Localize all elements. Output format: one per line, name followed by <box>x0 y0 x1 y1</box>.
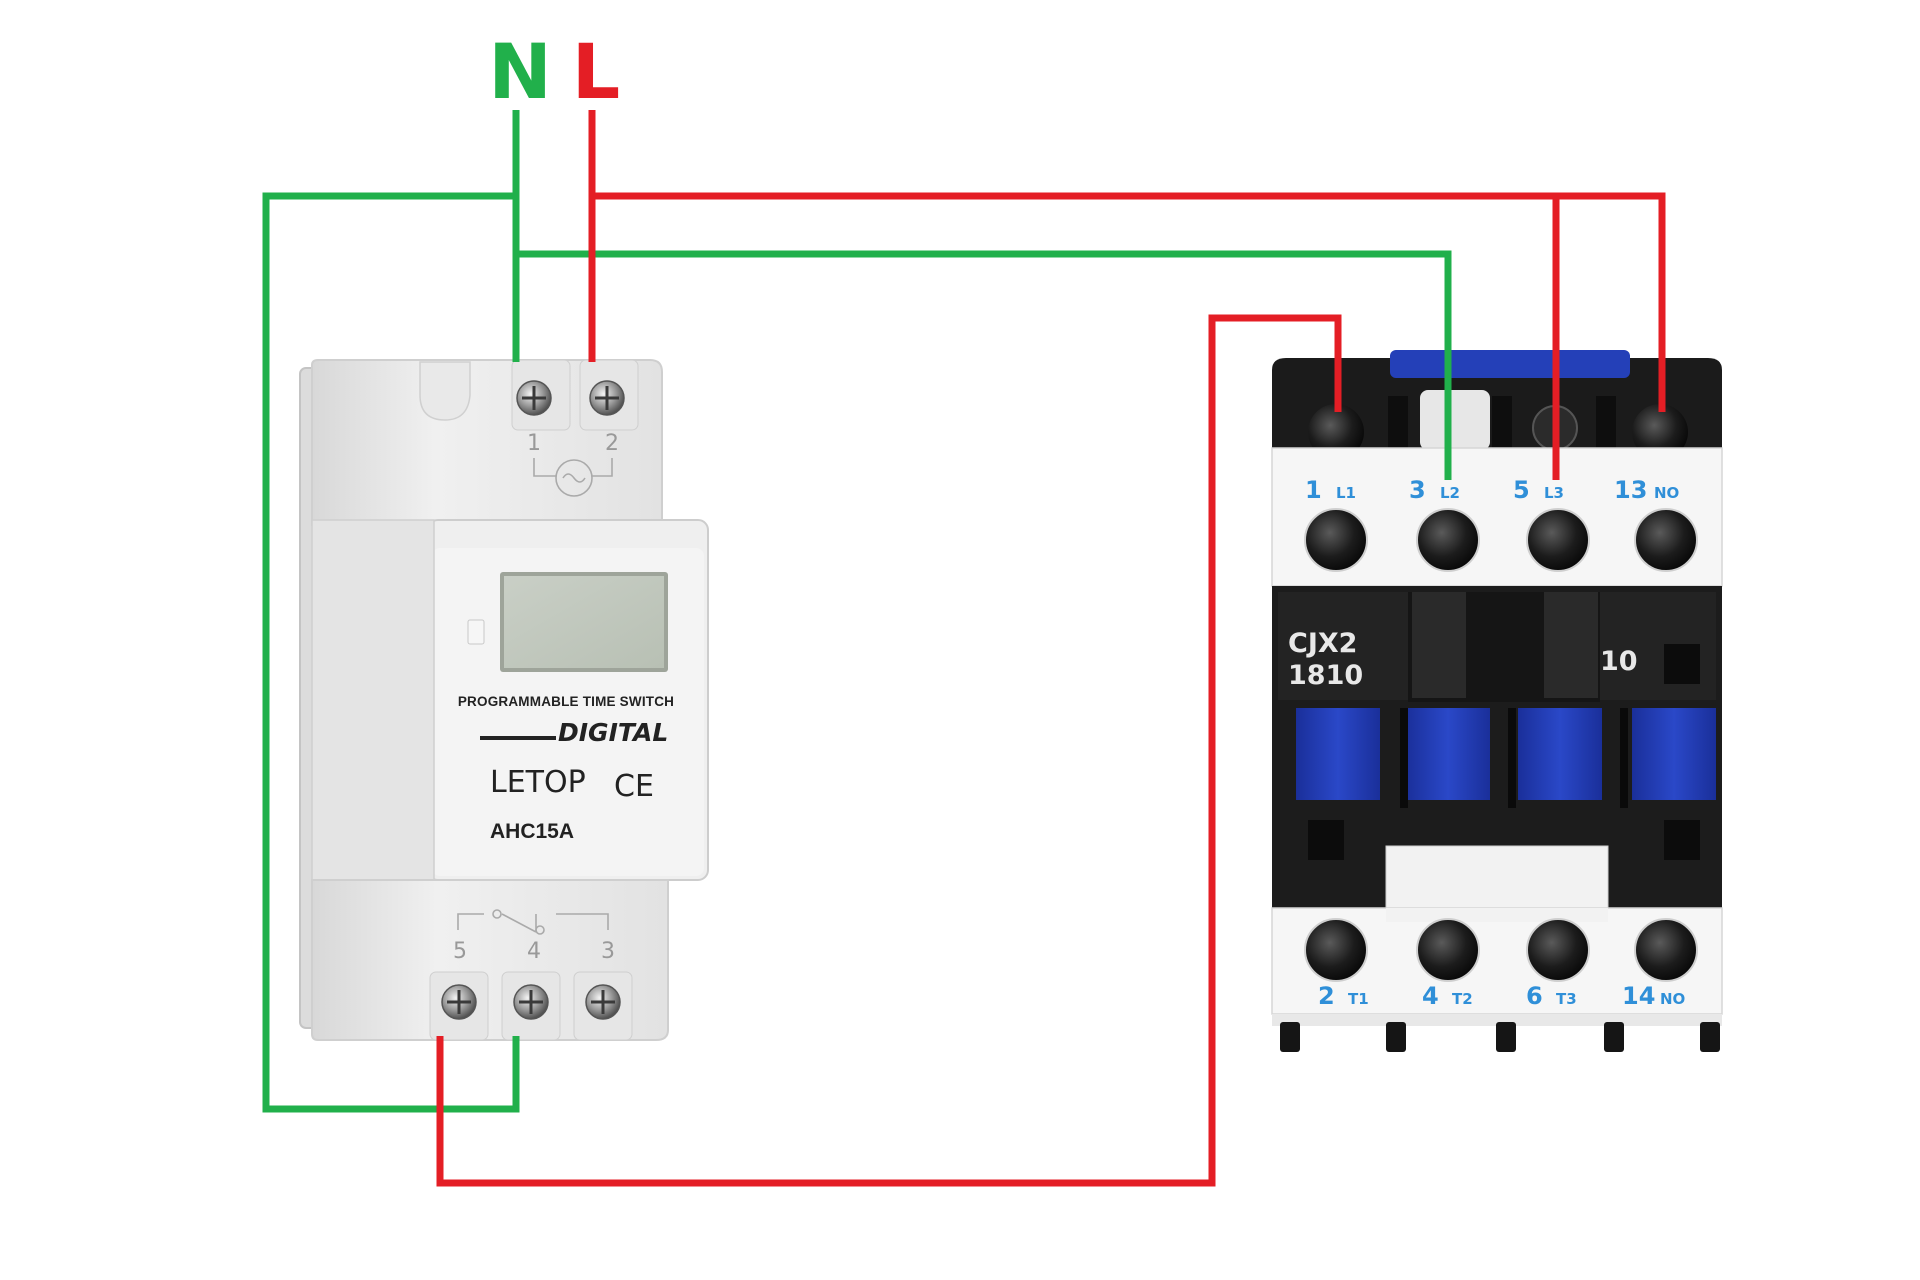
screw-icon <box>1304 918 1368 982</box>
blue-window <box>1296 708 1380 800</box>
terminal-label-13-no: 13 NO <box>1614 476 1679 504</box>
screw-icon <box>1416 918 1480 982</box>
svg-text:13: 13 <box>1614 476 1647 504</box>
svg-text:T3: T3 <box>1556 990 1577 1008</box>
svg-text:L3: L3 <box>1544 484 1564 502</box>
brand-logo-text: LETOP <box>490 765 586 800</box>
screw-icon <box>1416 508 1480 572</box>
svg-text:6: 6 <box>1526 982 1543 1010</box>
svg-text:NO: NO <box>1660 990 1685 1008</box>
terminal-label-t1: 2 T1 <box>1318 982 1369 1010</box>
screw-icon <box>516 380 552 416</box>
svg-text:14: 14 <box>1622 982 1655 1010</box>
ce-mark: CE <box>614 769 654 804</box>
neutral-wire-to-contactor-l2 <box>516 250 1452 480</box>
line-wire-to-contactor-l3-and-13 <box>592 192 1666 412</box>
screw-icon <box>1632 404 1688 460</box>
svg-text:L1: L1 <box>1336 484 1356 502</box>
terminal-label-2: 2 <box>605 431 619 456</box>
svg-text:1: 1 <box>1305 476 1322 504</box>
lcd-screen <box>504 576 664 668</box>
contactor-model-line2: 1810 <box>1288 660 1363 691</box>
screw-icon <box>1304 508 1368 572</box>
blue-window <box>1406 708 1490 800</box>
terminal-label-3: 3 <box>601 939 615 964</box>
coil-label-strip <box>1390 350 1630 378</box>
neutral-wire-to-relay-4 <box>262 192 520 1113</box>
screw-icon <box>513 984 549 1020</box>
terminal-label-l3: 5 L3 <box>1513 476 1564 504</box>
terminal-label-14-no: 14 NO <box>1622 982 1685 1010</box>
time-switch-title: PROGRAMMABLE TIME SWITCH <box>458 694 674 709</box>
reset-button[interactable] <box>467 619 485 645</box>
screw-icon <box>1526 918 1590 982</box>
svg-text:3: 3 <box>1409 476 1426 504</box>
terminal-label-l1: 1 L1 <box>1305 476 1356 504</box>
svg-text:T2: T2 <box>1452 990 1473 1008</box>
svg-text:T1: T1 <box>1348 990 1369 1008</box>
svg-text:2: 2 <box>1318 982 1335 1010</box>
blue-window <box>1632 708 1716 800</box>
neutral-label: N <box>488 27 552 116</box>
screw-icon <box>1634 508 1698 572</box>
switched-line-wire-to-contactor-l1 <box>436 314 1342 1187</box>
top-terminal-block <box>311 359 663 526</box>
svg-text:L2: L2 <box>1440 484 1460 502</box>
svg-text:NO: NO <box>1654 484 1679 502</box>
screw-icon <box>1308 404 1364 460</box>
wires <box>262 110 1666 1187</box>
ac-symbol-icon <box>555 459 593 497</box>
contactor: 1 L1 3 L2 5 L3 13 NO CJX2 1810 10 <box>1271 350 1723 1052</box>
terminal-label-l2: 3 L2 <box>1409 476 1460 504</box>
screw-icon <box>585 984 621 1020</box>
screw-icon <box>1634 918 1698 982</box>
contactor-model-line1: CJX2 <box>1288 628 1357 659</box>
terminal-label-t3: 6 T3 <box>1526 982 1577 1010</box>
terminal-label-5: 5 <box>453 939 467 964</box>
relay-contact-icon <box>457 913 609 933</box>
aux-contact-label: 10 <box>1600 646 1638 677</box>
terminal-label-t2: 4 T2 <box>1422 982 1473 1010</box>
screw-icon <box>1526 508 1590 572</box>
svg-text:4: 4 <box>1422 982 1439 1010</box>
svg-text:5: 5 <box>1513 476 1530 504</box>
terminal-label-1: 1 <box>527 431 541 456</box>
screw-icon <box>589 380 625 416</box>
time-switch-subtitle: DIGITAL <box>558 718 668 747</box>
time-switch: PROGRAMMABLE TIME SWITCH DIGITAL LETOP C… <box>299 359 709 1041</box>
blue-window <box>1518 708 1602 800</box>
line-label: L <box>572 27 620 116</box>
model-number: AHC15A <box>490 820 574 843</box>
terminal-label-4: 4 <box>527 939 541 964</box>
screw-icon <box>441 984 477 1020</box>
